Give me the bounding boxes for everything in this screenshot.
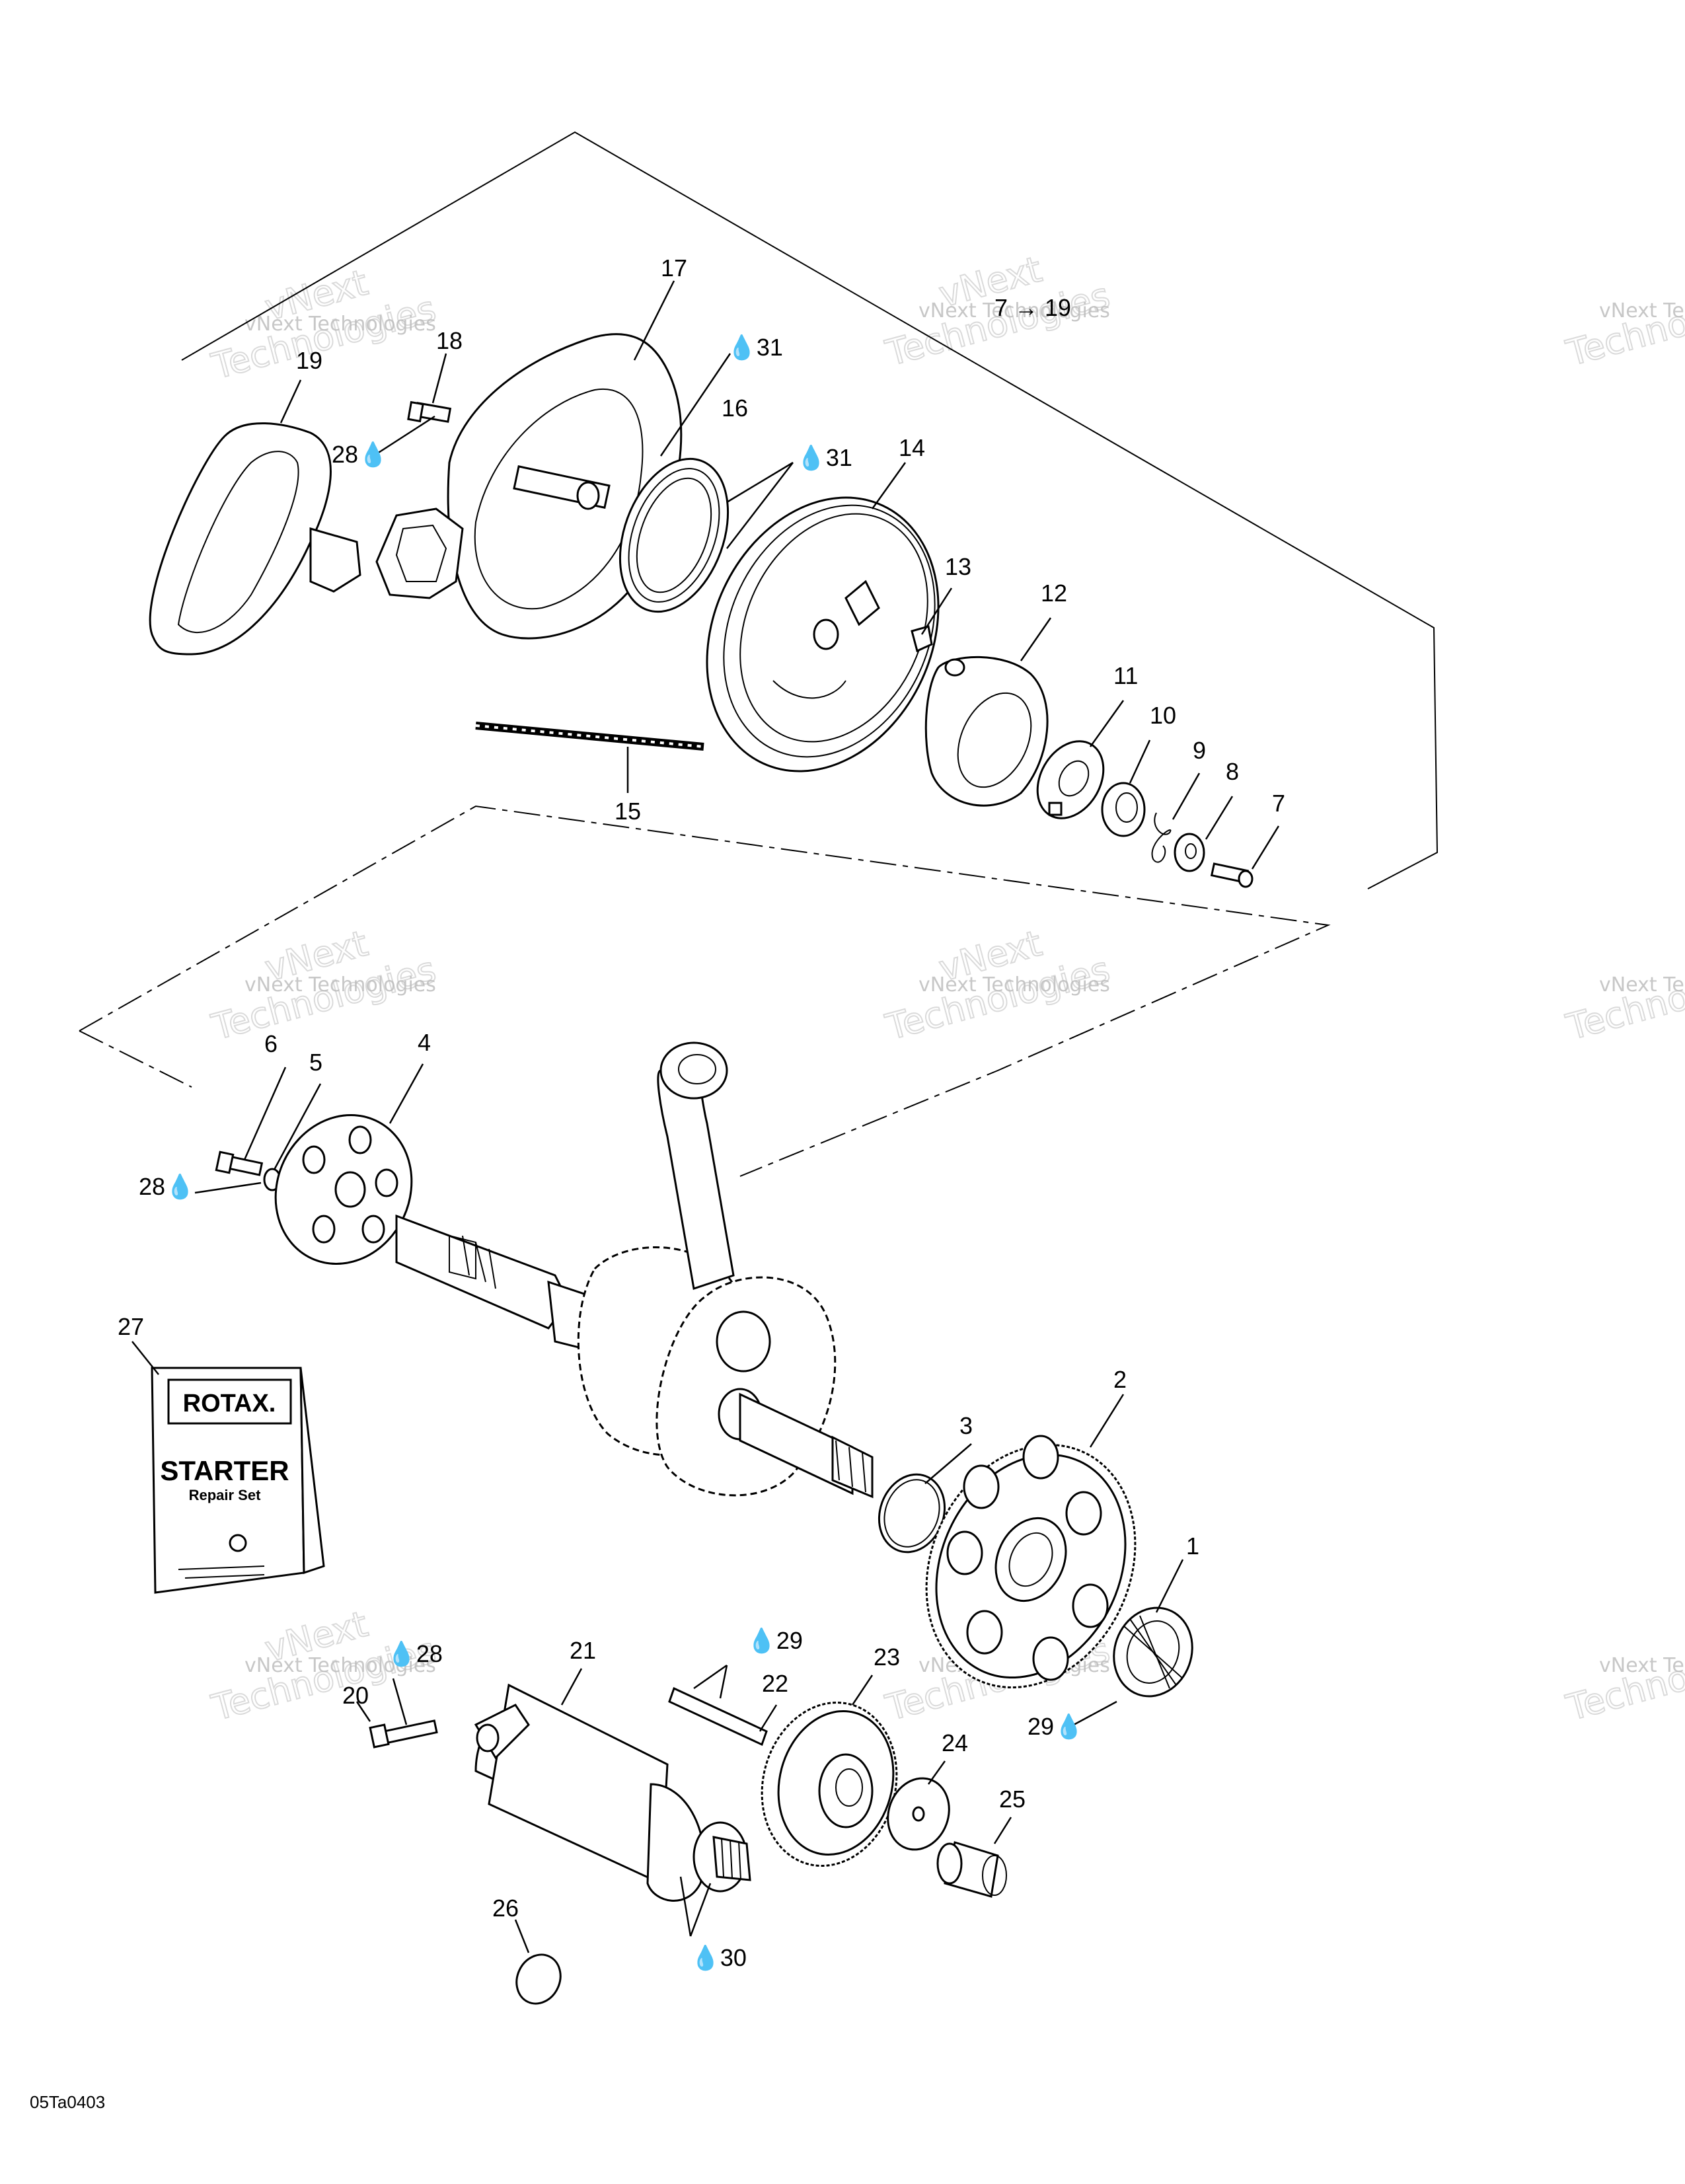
callout-29-left: 💧29 bbox=[747, 1627, 803, 1654]
callout-14: 14 bbox=[899, 434, 925, 461]
callout-28-bottom: 💧28 bbox=[387, 1640, 443, 1667]
callout-31-top: 💧31 bbox=[727, 334, 783, 361]
callout-31-mid: 💧31 bbox=[796, 444, 852, 471]
callout-27: 27 bbox=[118, 1313, 144, 1340]
watermark-text: vNext Technologies bbox=[1599, 973, 1685, 997]
recoil-starter-frame bbox=[181, 131, 1439, 889]
callout-3: 3 bbox=[959, 1412, 973, 1439]
callout-20: 20 bbox=[342, 1682, 369, 1709]
watermark-text: vNext Technologies bbox=[244, 973, 436, 997]
repair-booklet: ROTAX. STARTER Repair Set bbox=[151, 1367, 325, 1594]
callout-15: 15 bbox=[615, 798, 641, 825]
drop-icon: 💧 bbox=[387, 1640, 416, 1667]
crankshaft bbox=[395, 1041, 874, 1499]
drop-icon: 💧 bbox=[796, 444, 826, 471]
callout-16: 16 bbox=[722, 395, 748, 422]
callout-24: 24 bbox=[942, 1729, 968, 1756]
watermark-text: vNext Technologies bbox=[244, 313, 436, 336]
washer-8 bbox=[1174, 833, 1205, 872]
callout-7: 7 bbox=[1272, 790, 1285, 817]
callout-4: 4 bbox=[418, 1029, 431, 1056]
callout-22: 22 bbox=[762, 1670, 788, 1697]
callout-13: 13 bbox=[945, 553, 971, 580]
pawl-13 bbox=[911, 625, 933, 653]
callout-19: 19 bbox=[296, 347, 322, 374]
watermark-text: vNext Technologies bbox=[1599, 1654, 1685, 1677]
starter-motor bbox=[474, 1683, 751, 1902]
pawl-lock bbox=[924, 656, 1049, 807]
watermarks: vNext Technologies Technologies vNext vN… bbox=[207, 248, 1685, 1730]
booklet-brand: ROTAX. bbox=[183, 1390, 276, 1417]
callout-12: 12 bbox=[1041, 580, 1067, 607]
spring-clip-9 bbox=[1151, 812, 1172, 863]
booklet-title: STARTER bbox=[160, 1455, 289, 1486]
drop-icon: 💧 bbox=[1054, 1713, 1084, 1740]
callout-23: 23 bbox=[874, 1643, 900, 1671]
callout-28-top: 28💧 bbox=[332, 441, 388, 468]
friction-spring bbox=[1036, 740, 1105, 819]
needle-bearing bbox=[1113, 1606, 1193, 1698]
drop-icon: 💧 bbox=[747, 1627, 776, 1654]
drop-icon: 💧 bbox=[691, 1944, 720, 1971]
o-ring-26 bbox=[515, 1953, 562, 2005]
callout-21: 21 bbox=[570, 1637, 596, 1664]
starter-rope bbox=[475, 722, 704, 751]
drop-icon: 💧 bbox=[727, 334, 757, 361]
callout-9: 9 bbox=[1193, 737, 1206, 764]
callout-11: 11 bbox=[1113, 662, 1138, 689]
callout-18: 18 bbox=[436, 327, 463, 354]
callout-5: 5 bbox=[309, 1049, 322, 1076]
callout-1: 1 bbox=[1186, 1532, 1199, 1560]
watermark-text: vNext Technologies bbox=[1599, 299, 1685, 322]
callout-25: 25 bbox=[999, 1786, 1026, 1813]
cover-kit-frame-edge bbox=[79, 1030, 192, 1088]
bolt-20 bbox=[369, 1719, 438, 1749]
bushing-25 bbox=[936, 1841, 1007, 1898]
range-label: 7 → 19 bbox=[994, 294, 1071, 321]
callout-labels: 17 18 19 💧31 16 💧31 28💧 14 13 12 11 10 9… bbox=[118, 254, 1285, 1971]
rope-pulley bbox=[706, 496, 940, 772]
intermediate-gear bbox=[761, 1702, 898, 1867]
watermark-text: Technologies bbox=[1562, 1629, 1685, 1729]
callout-17: 17 bbox=[661, 254, 687, 282]
leader-lines bbox=[131, 280, 1280, 1953]
watermark-text: vNext Technologies bbox=[244, 1654, 436, 1677]
callout-8: 8 bbox=[1226, 758, 1239, 785]
watermark-text: vNext Technologies bbox=[918, 973, 1110, 997]
starter-gear bbox=[925, 1435, 1137, 1688]
callout-26: 26 bbox=[492, 1895, 519, 1922]
recoil-spring bbox=[618, 457, 730, 613]
drop-icon: 💧 bbox=[358, 441, 388, 468]
pin-22 bbox=[668, 1686, 768, 1747]
callout-10: 10 bbox=[1150, 702, 1176, 729]
starter-handle bbox=[149, 422, 361, 656]
screw-7 bbox=[1210, 862, 1254, 888]
callout-28-mid: 28💧 bbox=[139, 1173, 195, 1200]
booklet-subtitle: Repair Set bbox=[189, 1487, 261, 1503]
callout-6: 6 bbox=[264, 1030, 278, 1057]
cover-kit-frame bbox=[79, 805, 1331, 1177]
watermark-text: Technologies bbox=[1562, 948, 1685, 1048]
bolt-6 bbox=[215, 1150, 264, 1176]
callout-30: 💧30 bbox=[691, 1944, 747, 1971]
watermark-text: Technologies bbox=[1562, 274, 1685, 374]
washer-10 bbox=[1101, 782, 1146, 837]
clutch-housing bbox=[274, 1114, 413, 1265]
drop-icon: 💧 bbox=[165, 1173, 195, 1200]
watermark-text: vNext Technologies bbox=[918, 299, 1110, 322]
callout-2: 2 bbox=[1113, 1366, 1127, 1393]
diagram-code: 05Ta0403 bbox=[30, 2092, 105, 2112]
bolt-18 bbox=[407, 400, 452, 423]
callout-29-right: 29💧 bbox=[1028, 1713, 1084, 1740]
